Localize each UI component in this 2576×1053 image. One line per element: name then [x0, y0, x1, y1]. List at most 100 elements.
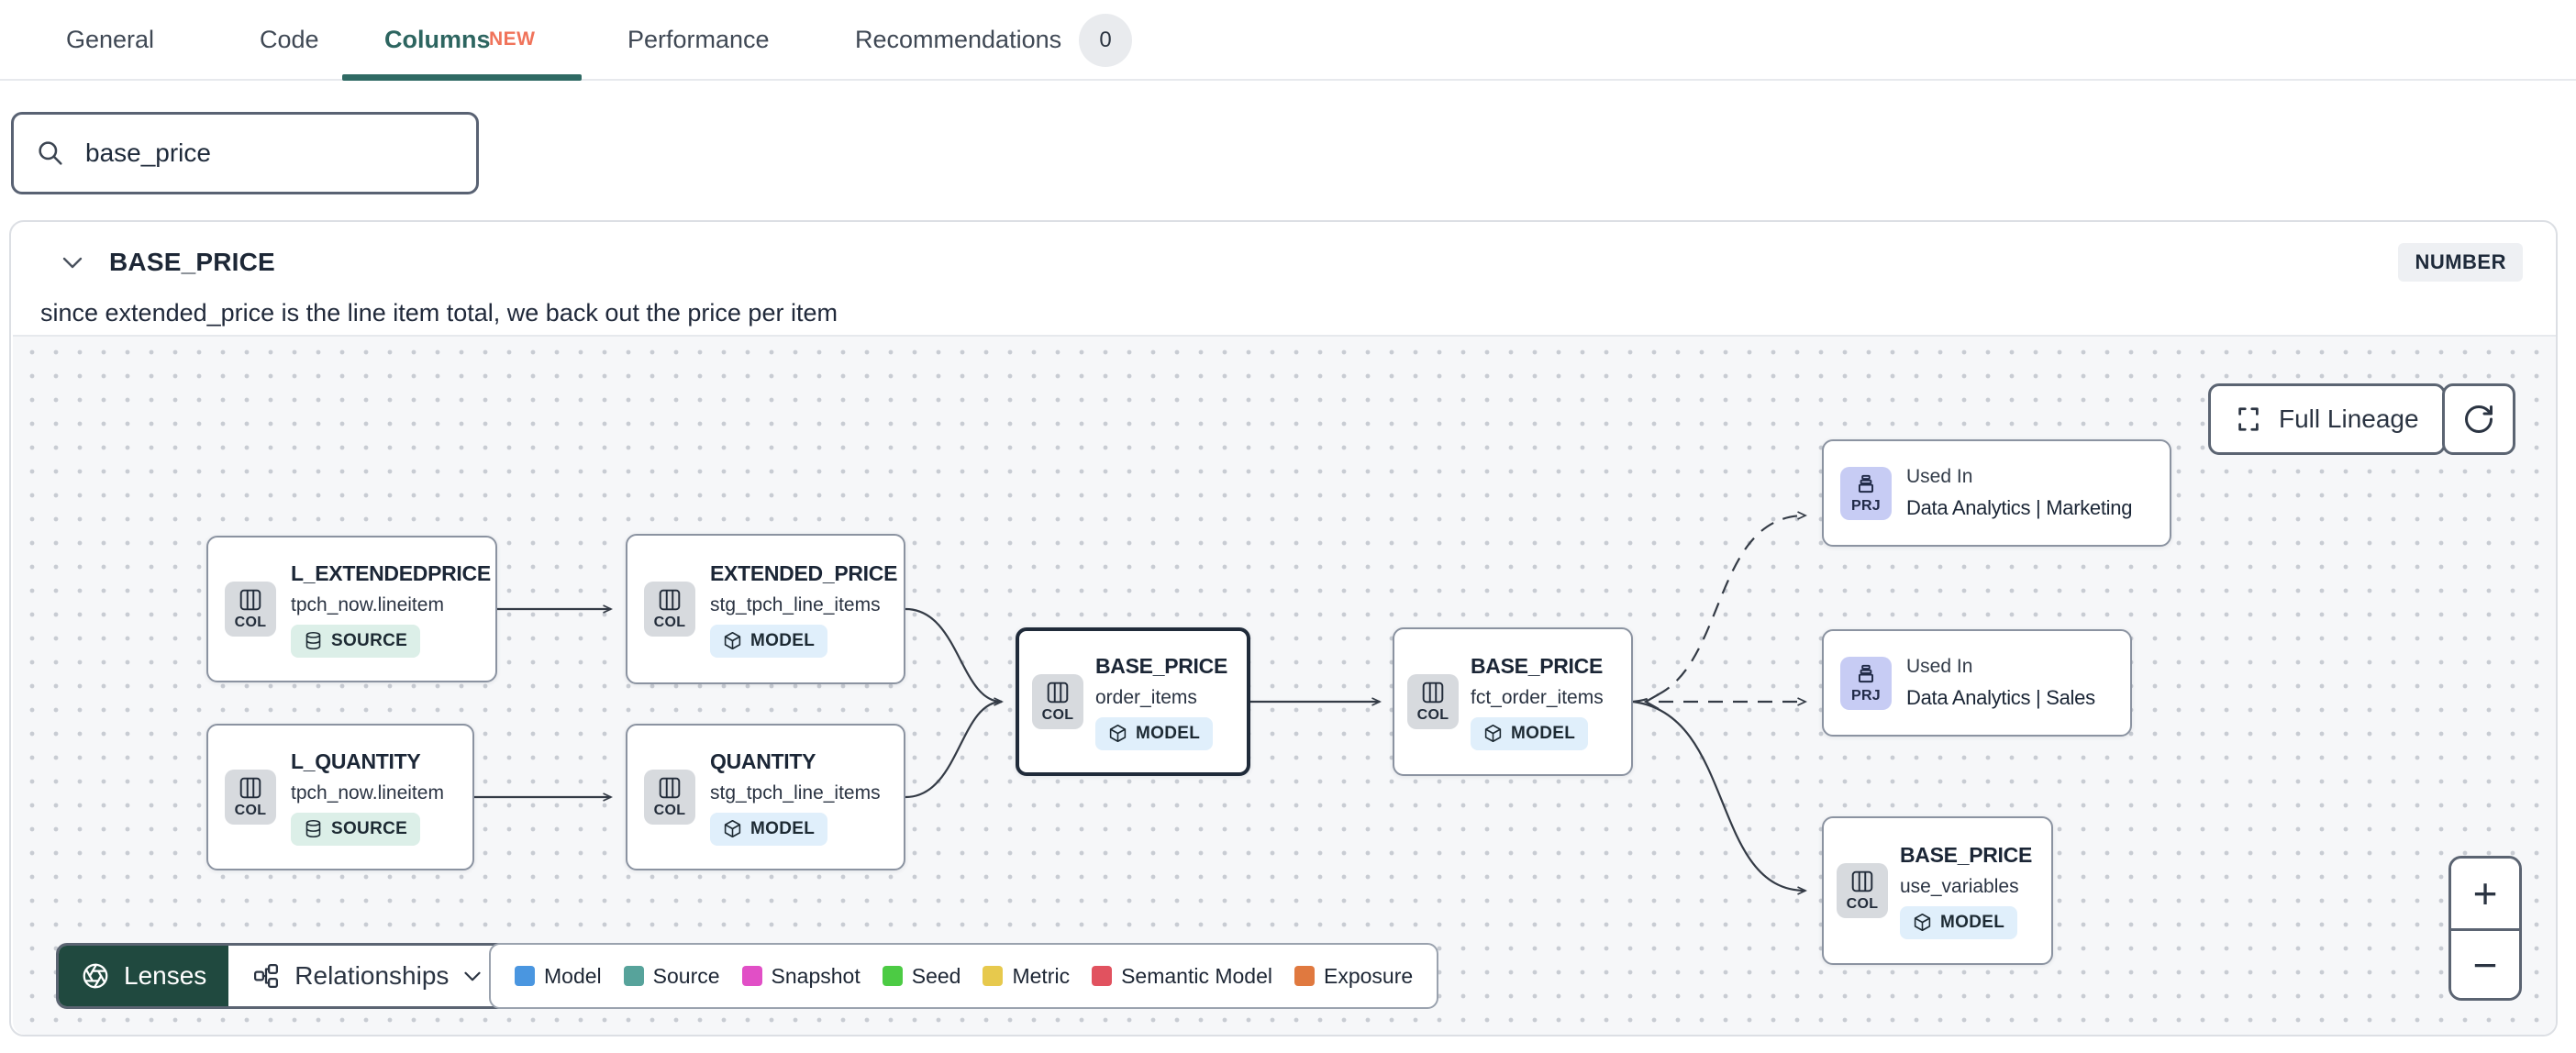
- resource-badge-source: SOURCE: [291, 624, 421, 658]
- columns-icon: [1422, 682, 1444, 703]
- lineage-node-quantity[interactable]: COL QUANTITY stg_tpch_line_items MODEL: [626, 724, 905, 870]
- tab-bar: General Code Columns NEW Performance Rec…: [0, 0, 2576, 81]
- lineage-node-l-extendedprice[interactable]: COL L_EXTENDEDPRICE tpch_now.lineitem SO…: [206, 536, 497, 682]
- column-chip: COL: [1032, 674, 1083, 729]
- cube-icon: [1109, 724, 1127, 743]
- lineage-node-used-in-sales[interactable]: PRJ Used In Data Analytics | Sales: [1822, 629, 2132, 737]
- relationships-dropdown[interactable]: Relationships: [228, 946, 506, 1006]
- node-title: BASE_PRICE: [1900, 842, 2032, 867]
- zoom-out-button[interactable]: −: [2451, 928, 2519, 998]
- tab-columns-new-badge: NEW: [489, 28, 536, 50]
- legend-swatch: [623, 966, 644, 986]
- node-subtitle: stg_tpch_line_items: [710, 593, 881, 615]
- columns-icon: [1047, 682, 1069, 703]
- expand-icon: [2238, 407, 2259, 431]
- used-in-label: Used In: [1906, 656, 1973, 677]
- resource-badge-model: MODEL: [710, 812, 828, 846]
- column-search-box: [11, 112, 479, 194]
- lineage-edges: [474, 511, 1807, 895]
- tab-recommendations[interactable]: Recommendations: [855, 25, 1062, 53]
- legend-swatch: [983, 966, 1004, 986]
- column-chip: COL: [225, 582, 276, 637]
- active-tab-underline: [342, 74, 582, 81]
- column-card-header: BASE_PRICE NUMBER: [61, 242, 2523, 283]
- legend-swatch: [741, 966, 762, 986]
- column-chip: COL: [644, 770, 695, 825]
- node-title: QUANTITY: [710, 748, 816, 773]
- search-icon: [39, 141, 62, 165]
- column-chip: COL: [644, 582, 695, 637]
- resource-badge-model: MODEL: [1471, 716, 1589, 750]
- database-icon: [305, 819, 321, 838]
- node-subtitle: tpch_now.lineitem: [291, 593, 444, 615]
- cube-icon: [724, 631, 741, 650]
- lineage-node-base-price-fct-order-items[interactable]: COL BASE_PRICE fct_order_items MODEL: [1393, 627, 1633, 776]
- legend-item-snapshot: Snapshot: [741, 964, 861, 989]
- project-chip: PRJ: [1840, 466, 1892, 520]
- column-chip: COL: [1837, 863, 1888, 918]
- tab-performance[interactable]: Performance: [627, 25, 770, 53]
- refresh-icon: [2465, 405, 2493, 433]
- columns-icon: [659, 589, 681, 610]
- lineage-node-extended-price[interactable]: COL EXTENDED_PRICE stg_tpch_line_items M…: [626, 534, 905, 684]
- column-name: BASE_PRICE: [109, 248, 275, 276]
- resource-badge-model: MODEL: [1900, 905, 2018, 939]
- legend-item-source: Source: [623, 964, 720, 989]
- columns-icon: [239, 777, 261, 798]
- legend-item-metric: Metric: [983, 964, 1070, 989]
- project-chip: PRJ: [1840, 656, 1892, 710]
- database-icon: [305, 631, 321, 650]
- resource-legend: Model Source Snapshot Seed Metric Semant…: [489, 943, 1439, 1009]
- tab-code[interactable]: Code: [260, 25, 319, 53]
- lineage-node-base-price-order-items[interactable]: COL BASE_PRICE order_items MODEL: [1016, 627, 1250, 776]
- used-in-label: Used In: [1906, 466, 1973, 487]
- chevron-down-icon[interactable]: [61, 256, 83, 270]
- cube-icon: [724, 819, 741, 838]
- node-title: L_EXTENDEDPRICE: [291, 560, 491, 585]
- tab-general[interactable]: General: [66, 25, 155, 53]
- legend-item-model: Model: [515, 964, 602, 989]
- legend-swatch: [1294, 966, 1315, 986]
- column-description: since extended_price is the line item to…: [40, 299, 838, 327]
- zoom-controls: + −: [2448, 856, 2522, 1001]
- legend-item-exposure: Exposure: [1294, 964, 1413, 989]
- node-subtitle: use_variables: [1900, 875, 2019, 897]
- resource-badge-model: MODEL: [1095, 716, 1214, 750]
- node-title: EXTENDED_PRICE: [710, 560, 898, 585]
- lineage-node-used-in-marketing[interactable]: PRJ Used In Data Analytics | Marketing: [1822, 439, 2171, 547]
- search-input[interactable]: [85, 139, 454, 168]
- tab-columns[interactable]: Columns: [384, 25, 491, 53]
- legend-swatch: [515, 966, 535, 986]
- project-name: Data Analytics | Marketing: [1906, 496, 2133, 519]
- cube-icon: [1484, 724, 1502, 743]
- full-lineage-button[interactable]: Full Lineage: [2208, 383, 2446, 455]
- lineage-node-l-quantity[interactable]: COL L_QUANTITY tpch_now.lineitem SOURCE: [206, 724, 474, 870]
- column-chip: COL: [225, 770, 276, 825]
- lenses-toolbar: Lenses Relationships: [56, 943, 509, 1009]
- zoom-in-button[interactable]: +: [2451, 859, 2519, 928]
- archive-icon: [1858, 664, 1874, 682]
- aperture-icon: [83, 963, 108, 989]
- lineage-node-base-price-use-variables[interactable]: COL BASE_PRICE use_variables MODEL: [1822, 816, 2053, 965]
- resource-badge-source: SOURCE: [291, 812, 421, 846]
- project-name: Data Analytics | Sales: [1906, 686, 2095, 709]
- node-title: L_QUANTITY: [291, 748, 421, 773]
- node-subtitle: tpch_now.lineitem: [291, 781, 444, 804]
- lineage-canvas[interactable]: COL L_EXTENDEDPRICE tpch_now.lineitem SO…: [13, 335, 2556, 1035]
- legend-item-semantic-model: Semantic Model: [1092, 964, 1272, 989]
- column-chip: COL: [1407, 674, 1459, 729]
- columns-icon: [1851, 870, 1873, 892]
- node-subtitle: fct_order_items: [1471, 686, 1604, 708]
- legend-swatch: [1092, 966, 1113, 986]
- resource-badge-model: MODEL: [710, 624, 828, 658]
- refresh-button[interactable]: [2442, 383, 2515, 455]
- node-title: BASE_PRICE: [1095, 653, 1227, 678]
- relationships-icon: [254, 964, 279, 988]
- cube-icon: [1914, 913, 1931, 932]
- node-title: BASE_PRICE: [1471, 653, 1603, 678]
- chevron-down-icon: [464, 971, 481, 981]
- lenses-button[interactable]: Lenses: [59, 946, 229, 1006]
- node-subtitle: order_items: [1095, 686, 1197, 708]
- legend-item-seed: Seed: [882, 964, 960, 989]
